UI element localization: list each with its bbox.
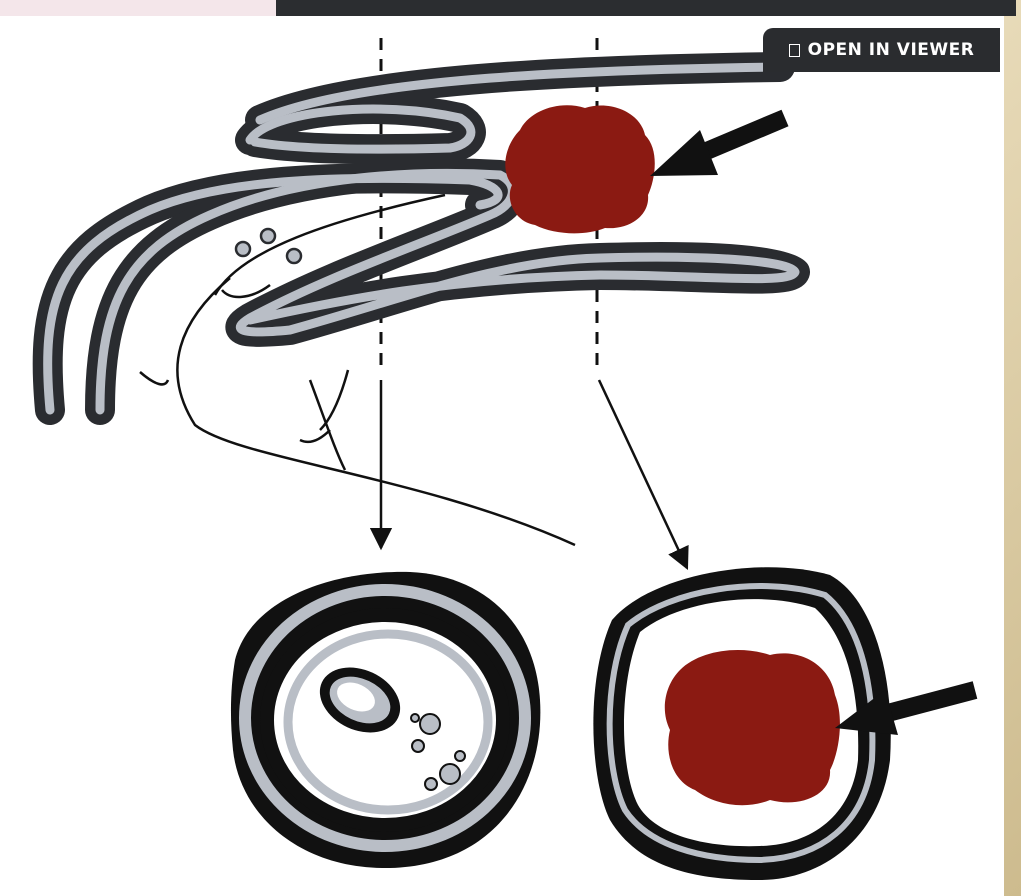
small-circles [236,229,301,263]
arrow-pointer-icon [650,118,785,176]
external-viewer-icon [789,44,800,57]
lesion-top [505,105,654,233]
open-in-viewer-label: OPEN IN VIEWER [808,40,975,60]
cross-section-left [231,572,540,868]
body-outline [140,195,575,545]
section-arrow-right [599,380,687,568]
tubular-loops [48,67,795,410]
cross-section-right [593,567,975,880]
open-in-viewer-button[interactable]: OPEN IN VIEWER [763,28,1000,72]
